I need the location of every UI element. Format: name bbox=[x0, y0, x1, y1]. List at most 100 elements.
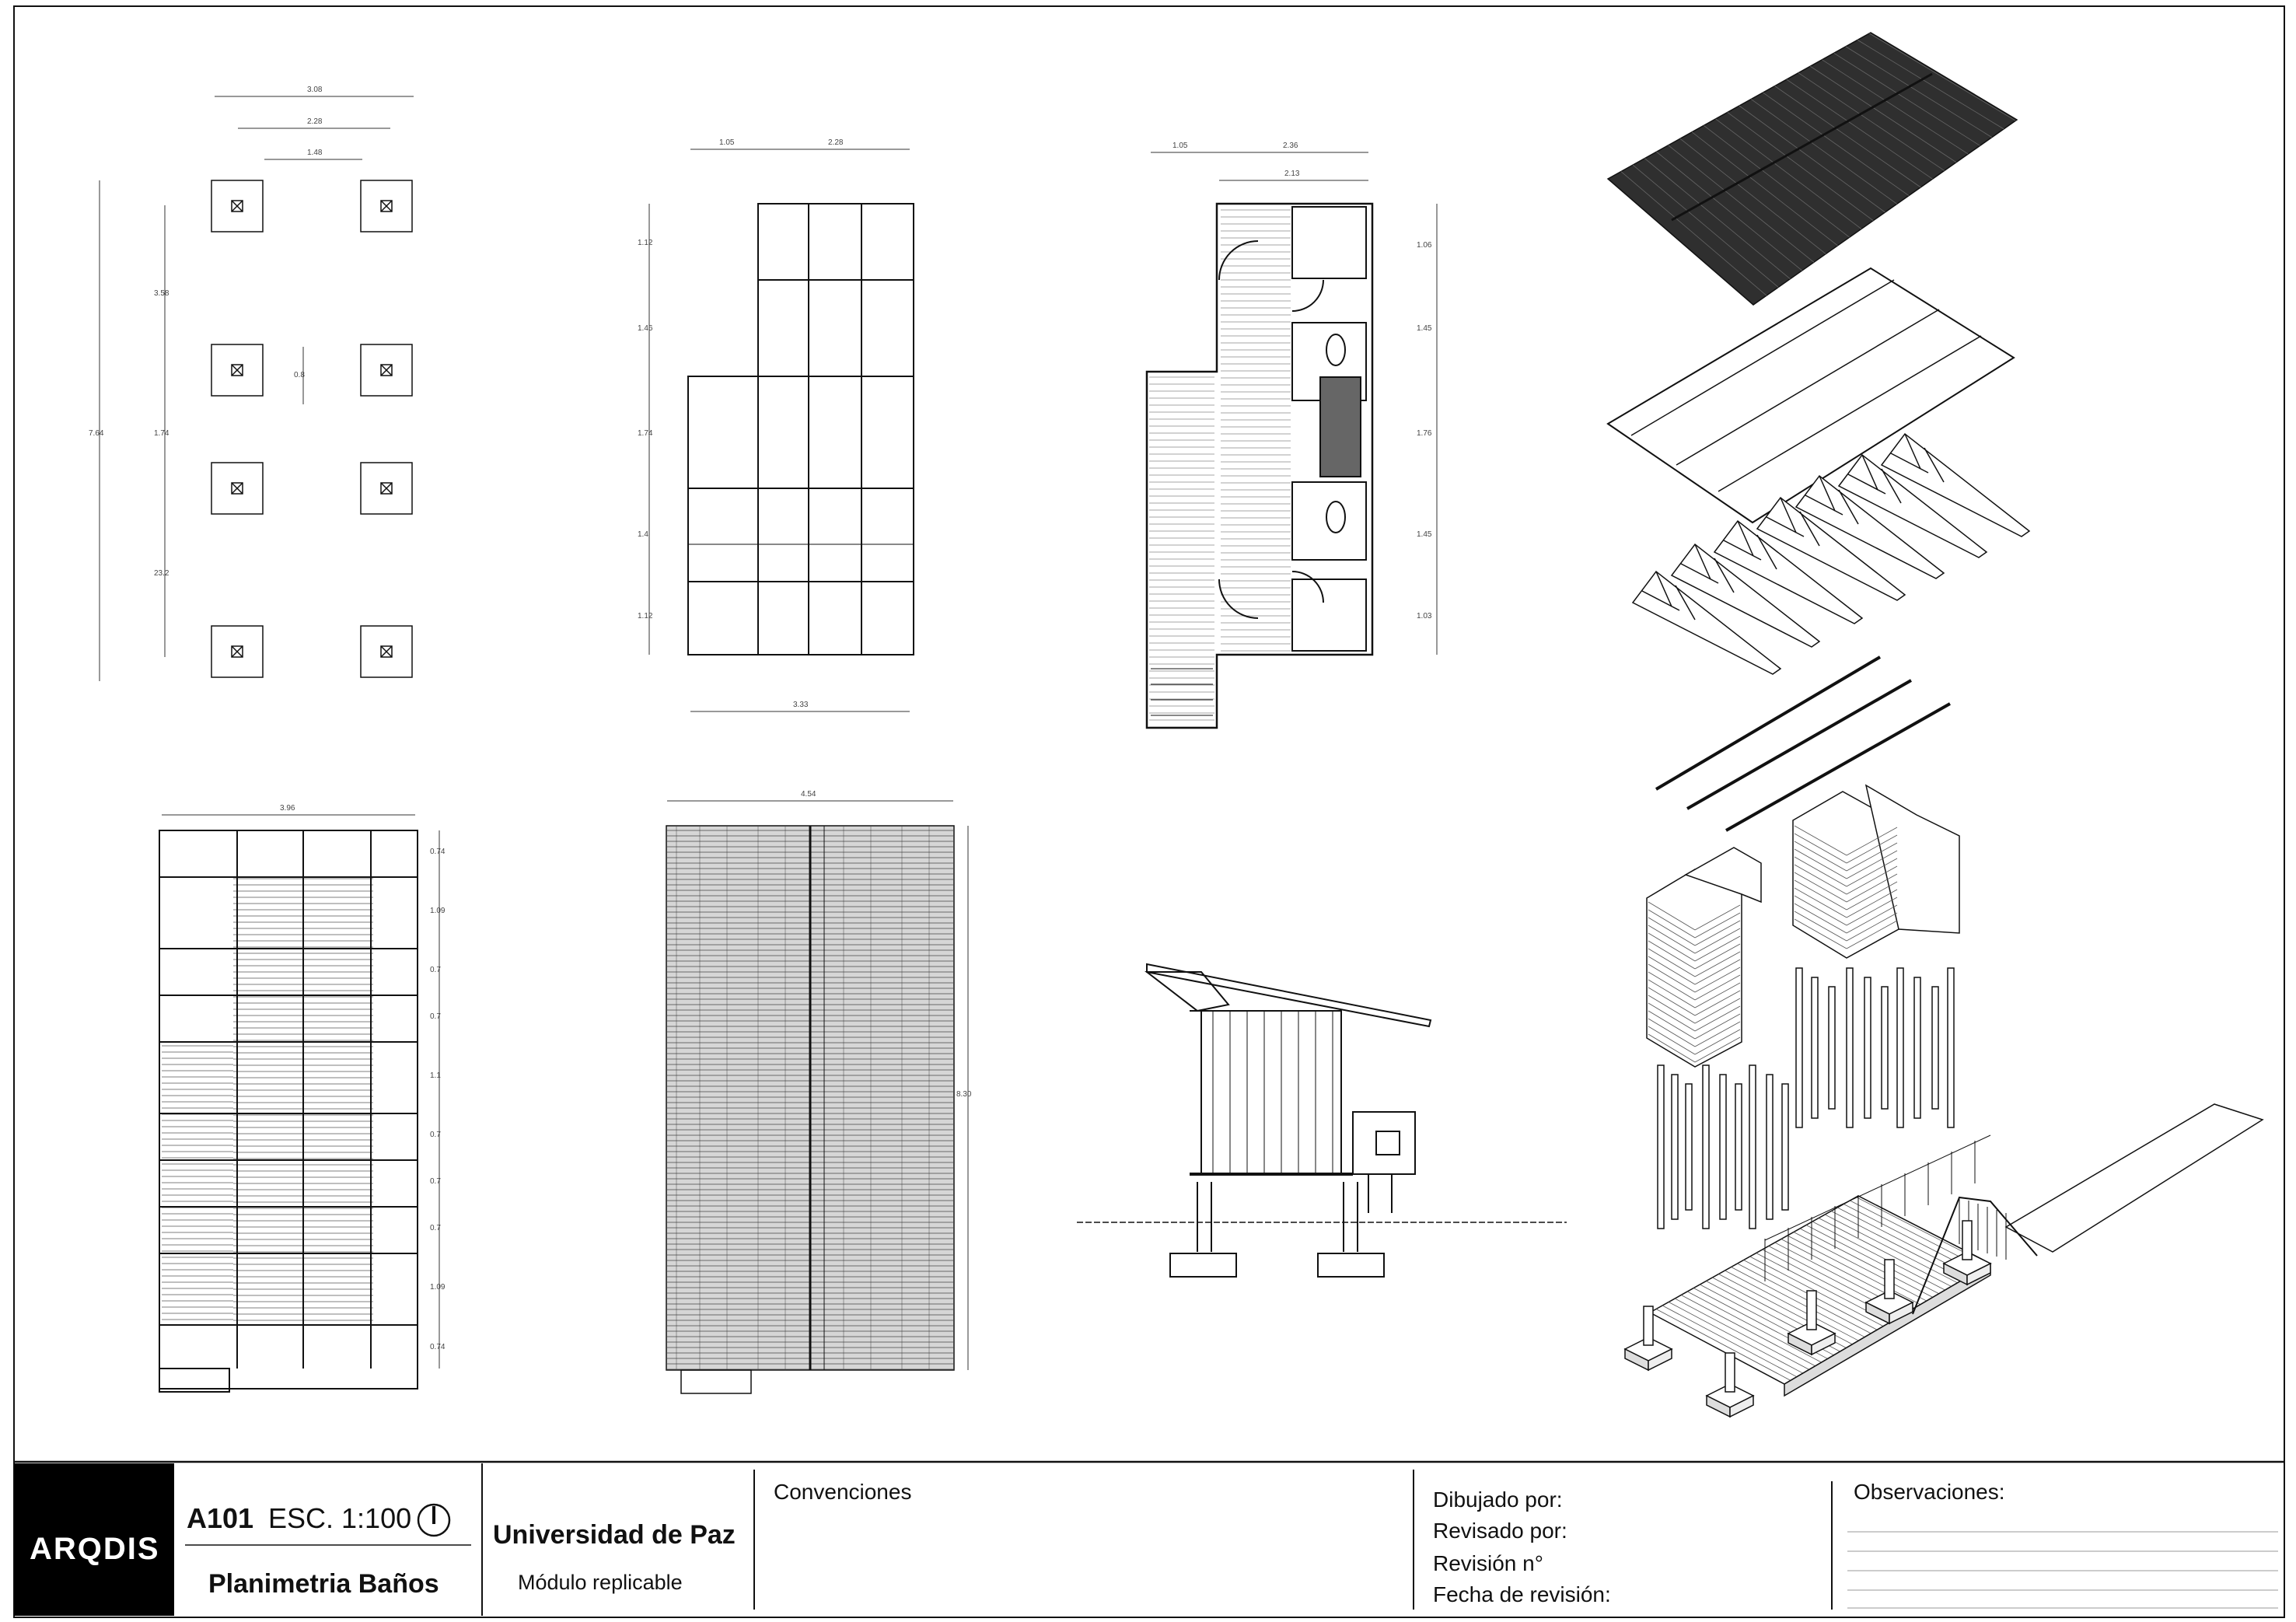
roof-truss bbox=[1837, 453, 1988, 558]
dim-label: 1.45 bbox=[1417, 530, 1432, 539]
wall-post bbox=[1671, 1074, 1679, 1220]
dim-label: 0.74 bbox=[430, 848, 446, 856]
roof-framing-plan: 3.96 0.74 1.09 0.7 0.7 1.1 0.7 0.7 0.7 1.09 0.74 bbox=[159, 804, 446, 1393]
dim-label: 1.4 bbox=[638, 530, 648, 539]
foundation-dimension-lines bbox=[99, 96, 414, 681]
wall-post bbox=[1735, 1083, 1742, 1211]
sheet-title: Planimetria Baños bbox=[208, 1569, 439, 1599]
dim-label: 1.09 bbox=[430, 1283, 446, 1292]
dim-label: 1.09 bbox=[430, 907, 446, 915]
dim-label: 0.7 bbox=[430, 1131, 441, 1139]
wall-post bbox=[1795, 967, 1803, 1128]
dim-label: 3.08 bbox=[307, 86, 323, 94]
footing bbox=[211, 344, 264, 397]
dim-label: 2.36 bbox=[1283, 142, 1298, 150]
conventions-label: Convenciones bbox=[774, 1480, 912, 1504]
dim-label: 3.96 bbox=[280, 804, 295, 813]
wall-post bbox=[1828, 986, 1836, 1110]
wall-post bbox=[1749, 1064, 1756, 1229]
dim-label: 0.7 bbox=[430, 1177, 441, 1186]
dim-label: 1.12 bbox=[638, 239, 653, 247]
pier-footing bbox=[1864, 1259, 1914, 1325]
revision-label: Revisión n° bbox=[1433, 1551, 1543, 1575]
wall-module-right bbox=[1792, 784, 1960, 959]
sheet-border bbox=[13, 5, 2285, 1618]
footing bbox=[360, 180, 413, 232]
wall-post bbox=[1781, 1083, 1789, 1211]
floor-framing-plan: 1.05 2.28 1.12 1.46 1.74 1.4 1.12 3.33 bbox=[638, 138, 914, 712]
pier-footing bbox=[1787, 1290, 1836, 1356]
footing bbox=[360, 344, 413, 397]
wall-post bbox=[1702, 1064, 1710, 1229]
dim-label: 4.54 bbox=[801, 790, 816, 799]
north-arrow-icon bbox=[417, 1503, 451, 1537]
dim-label: 1.05 bbox=[1172, 142, 1188, 150]
floor-plan: 1.05 2.36 2.13 1.06 1.45 1.76 1.45 1.03 bbox=[1145, 142, 1438, 729]
wall-post bbox=[1913, 977, 1921, 1119]
revision-date-label: Fecha de revisión: bbox=[1433, 1582, 1611, 1606]
cross-section bbox=[1077, 963, 1567, 1278]
logo-text: ARQDIS bbox=[30, 1532, 160, 1566]
dim-label: 1.12 bbox=[638, 612, 653, 620]
wall-post bbox=[1947, 967, 1955, 1128]
wall-post bbox=[1846, 967, 1854, 1128]
roof-truss bbox=[1756, 496, 1906, 601]
dim-label: 8.30 bbox=[956, 1090, 972, 1099]
dim-label: 2.28 bbox=[828, 138, 844, 147]
dim-label: 1.76 bbox=[1417, 429, 1432, 438]
dim-label: 23.2 bbox=[154, 569, 169, 578]
pier-footing bbox=[1705, 1352, 1755, 1418]
footing bbox=[360, 625, 413, 678]
roof-truss bbox=[1631, 570, 1782, 675]
exploded-axonometric bbox=[1606, 32, 2264, 1418]
roof-truss bbox=[1795, 474, 1945, 579]
sheet-code: A101 bbox=[187, 1502, 254, 1534]
dim-label: 0.7 bbox=[430, 1012, 441, 1021]
dim-label: 0.74 bbox=[430, 1343, 446, 1351]
pier-footing bbox=[1623, 1306, 1673, 1372]
roof-truss bbox=[1670, 543, 1821, 648]
dim-label: 2.13 bbox=[1284, 170, 1300, 178]
footing bbox=[211, 462, 264, 515]
wall-post bbox=[1719, 1074, 1727, 1220]
footing bbox=[211, 180, 264, 232]
roof-truss bbox=[1880, 432, 2031, 537]
dim-label: 1.06 bbox=[1417, 241, 1432, 250]
wall-post bbox=[1766, 1074, 1774, 1220]
dim-label: 3.58 bbox=[154, 289, 169, 298]
wall-post bbox=[1931, 986, 1939, 1110]
scale-label: ESC. 1:100 bbox=[268, 1502, 412, 1534]
dim-label: 1.1 bbox=[430, 1071, 441, 1080]
reviewed-by-label: Revisado por: bbox=[1433, 1519, 1567, 1543]
wall-post bbox=[1864, 977, 1871, 1119]
wall-post bbox=[1896, 967, 1904, 1128]
dim-label: 1.74 bbox=[154, 429, 169, 438]
pier-footing bbox=[1942, 1220, 1992, 1286]
drawn-by-label: Dibujado por: bbox=[1433, 1487, 1563, 1512]
dim-label: 1.48 bbox=[307, 149, 323, 157]
observations-label: Observaciones: bbox=[1854, 1480, 2005, 1504]
wall-post bbox=[1685, 1083, 1693, 1211]
footings bbox=[211, 180, 413, 678]
dim-label: 0.7 bbox=[430, 966, 441, 974]
project-subtitle: Módulo replicable bbox=[518, 1571, 683, 1594]
dim-label: 1.74 bbox=[638, 429, 653, 438]
foundation-plan: 3.08 2.28 1.48 7.64 3.58 0.8 1.74 23.2 bbox=[89, 86, 414, 681]
dim-label: 1.45 bbox=[1417, 324, 1432, 333]
footing bbox=[360, 462, 413, 515]
wall-post bbox=[1881, 986, 1889, 1110]
wall-post bbox=[1657, 1064, 1665, 1229]
wall-post bbox=[1811, 977, 1819, 1119]
roof-truss bbox=[1713, 519, 1864, 624]
dim-label: 1.03 bbox=[1417, 612, 1432, 620]
dim-label: 2.28 bbox=[307, 117, 323, 126]
wall-module-left bbox=[1646, 847, 1762, 1068]
dim-label: 1.05 bbox=[719, 138, 735, 147]
dim-label: 0.8 bbox=[294, 371, 305, 379]
dim-label: 0.7 bbox=[430, 1224, 441, 1232]
dim-label: 1.46 bbox=[638, 324, 653, 333]
roof-plan: 4.54 8.30 bbox=[666, 790, 972, 1394]
project-name: Universidad de Paz bbox=[493, 1520, 736, 1550]
